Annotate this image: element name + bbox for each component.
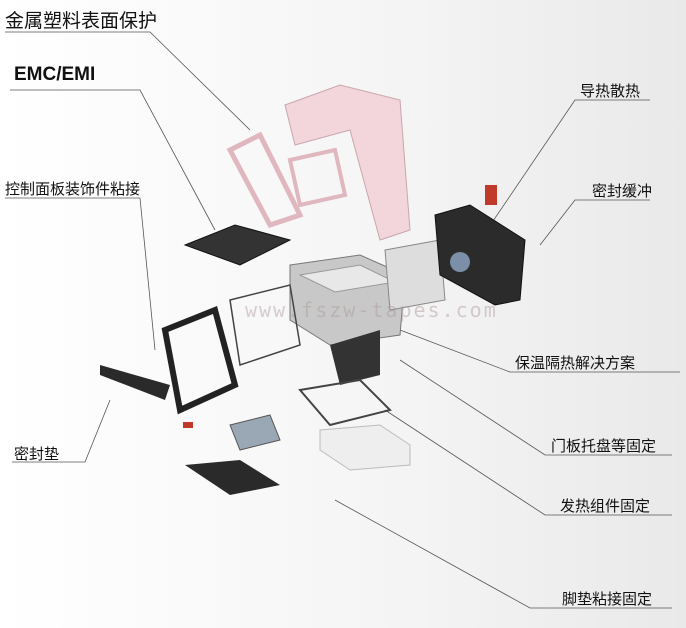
heat-shield	[384, 239, 446, 311]
heating-element	[298, 378, 392, 427]
fan	[450, 252, 470, 272]
label-emc-emi: EMC/EMI	[14, 64, 96, 85]
bracket	[229, 414, 281, 451]
seal-pad	[485, 185, 497, 205]
label-heating-fixing: 发热组件固定	[560, 497, 651, 515]
label-surface-protection: 金属塑料表面保护	[5, 10, 158, 32]
red-clip	[183, 422, 193, 428]
leader-seal	[539, 199, 650, 246]
leader-foot	[334, 499, 672, 609]
insulation-block	[319, 424, 411, 471]
label-foot-pad-bonding: 脚垫粘接固定	[562, 590, 653, 608]
watermark: www.fszw-tapes.com	[245, 298, 498, 322]
leader-surface-protection	[5, 31, 251, 131]
leader-insulation	[399, 329, 680, 373]
door-frame	[161, 305, 239, 415]
label-insulation: 保温隔热解决方案	[515, 354, 636, 372]
leader-emc	[10, 89, 216, 231]
oven-cavity	[289, 254, 406, 385]
label-heat-conduction: 导热散热	[580, 82, 641, 100]
top-shell	[226, 84, 411, 241]
rear-panel	[434, 204, 526, 306]
tray	[183, 224, 292, 266]
leader-panel	[5, 197, 156, 351]
leader-door-tray	[399, 359, 672, 456]
crumb-tray	[185, 460, 280, 495]
label-seal-cushion: 密封缓冲	[592, 182, 653, 200]
label-gasket: 密封垫	[14, 445, 60, 463]
control-knob-panel	[100, 365, 170, 400]
leader-heating	[384, 409, 672, 516]
door-glass	[229, 284, 301, 366]
label-panel-bonding: 控制面板装饰件粘接	[5, 180, 141, 198]
leader-gasket	[12, 399, 111, 463]
leader-heat	[469, 99, 650, 256]
leader-lines	[5, 31, 680, 609]
label-door-tray-fixing: 门板托盘等固定	[551, 437, 657, 455]
